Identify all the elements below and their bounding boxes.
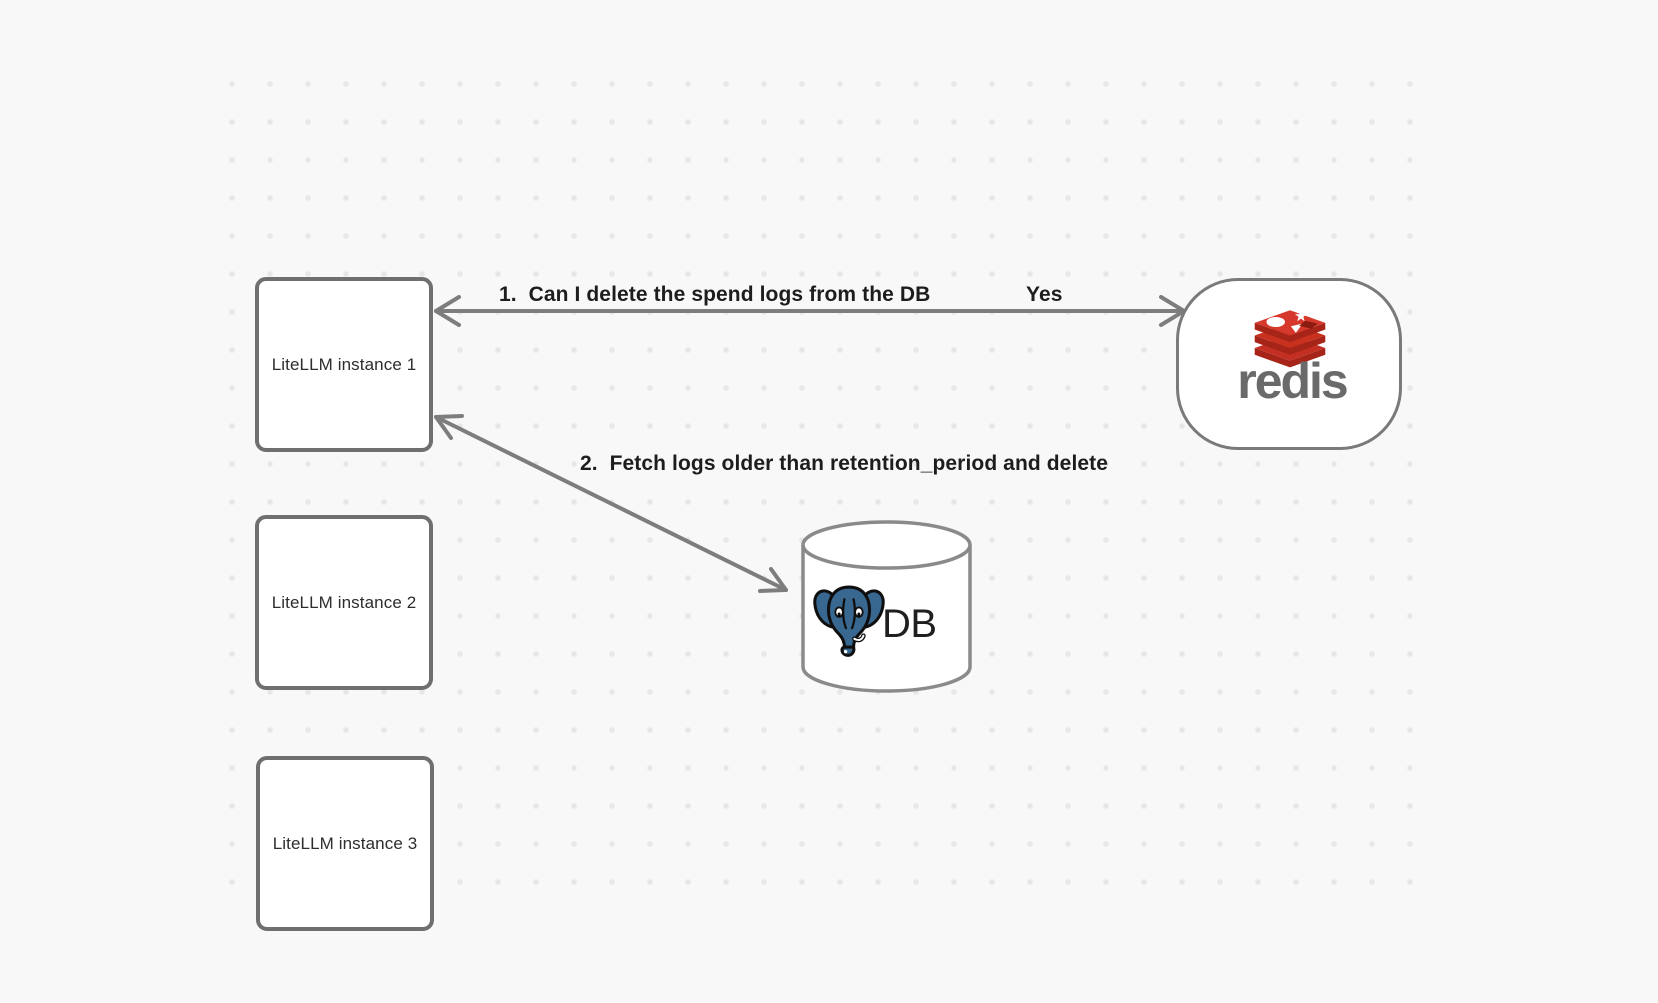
db-label: DB	[882, 602, 937, 646]
arrow1-label[interactable]: 1. Can I delete the spend logs from the …	[499, 283, 931, 306]
node-db[interactable]: DB	[800, 519, 973, 693]
node-label: LiteLLM instance 1	[271, 354, 417, 374]
node-label: LiteLLM instance 2	[271, 592, 417, 612]
node-label: LiteLLM instance 3	[272, 833, 418, 853]
arrow2-label[interactable]: 2. Fetch logs older than retention_perio…	[580, 452, 1109, 475]
node-litellm-instance-1[interactable]: LiteLLM instance 1	[255, 277, 433, 452]
node-litellm-instance-3[interactable]: LiteLLM instance 3	[256, 756, 434, 931]
arrow1-response-label[interactable]: Yes	[1026, 283, 1063, 306]
postgresql-elephant-icon	[813, 585, 885, 657]
redis-logo-icon	[1254, 310, 1326, 368]
node-litellm-instance-2[interactable]: LiteLLM instance 2	[255, 515, 433, 690]
redis-wordmark: redis	[1237, 353, 1349, 409]
arrow-instance1-db[interactable]	[434, 414, 788, 593]
node-redis[interactable]: redis	[1176, 278, 1402, 450]
